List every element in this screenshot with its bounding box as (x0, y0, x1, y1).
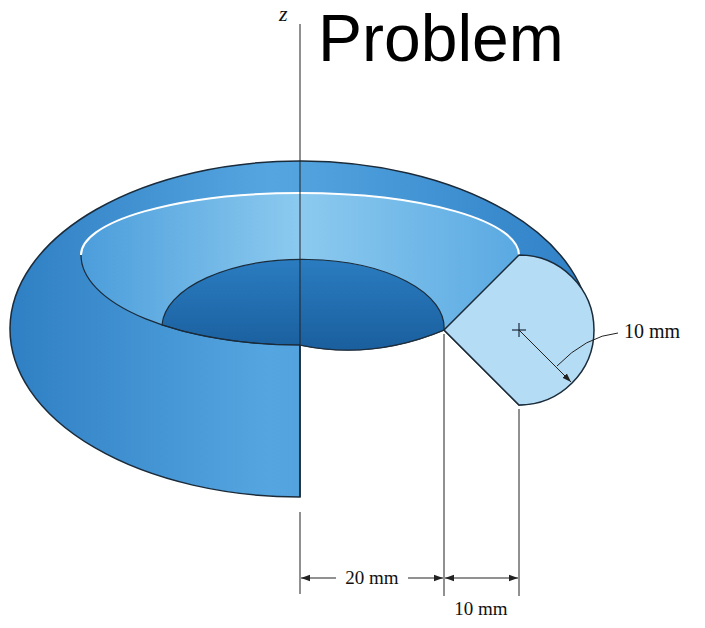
dimension-line (445, 578, 518, 579)
cross-section (444, 255, 594, 405)
dimension-label: 10 mm (452, 599, 509, 620)
dimension-label: 10 mm (622, 320, 682, 342)
radius-line (519, 330, 571, 382)
ridge-edge-front (81, 255, 300, 345)
extension-line (300, 512, 301, 594)
dimension-line (301, 578, 336, 579)
dimension-label: 20 mm (343, 568, 400, 589)
axis-label: z (279, 2, 288, 26)
slide-heading: Problem (318, 2, 564, 75)
leader-line (557, 333, 618, 366)
dimension-line (408, 578, 443, 579)
cut-edge (299, 345, 301, 497)
extension-line (519, 409, 520, 596)
z-axis (300, 24, 301, 345)
extension-line (444, 334, 445, 596)
